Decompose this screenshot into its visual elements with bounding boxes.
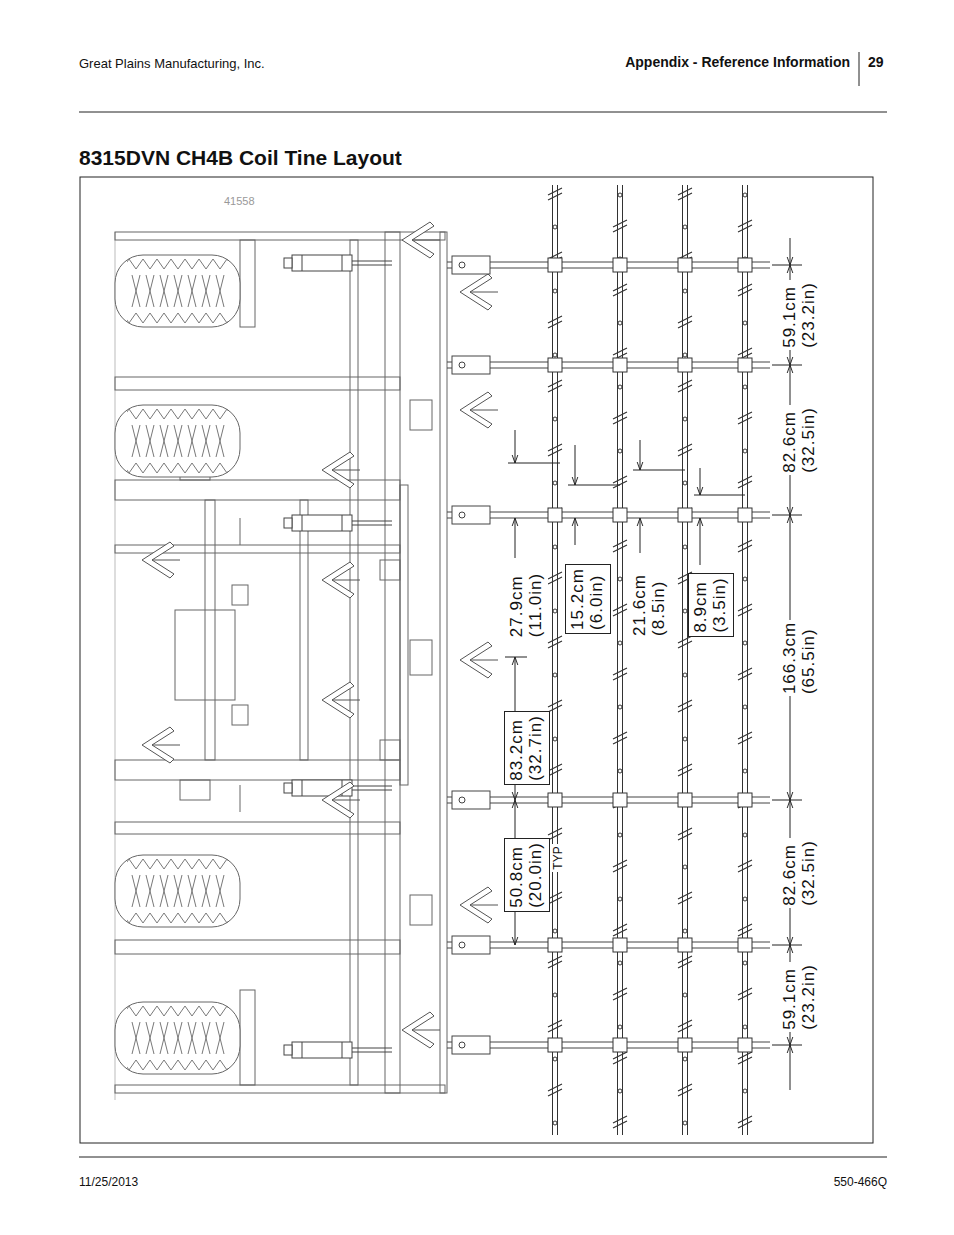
harrow-arm (447, 936, 770, 954)
text-label: 550-466Q (834, 1175, 887, 1189)
dimension-label: 82.6cm (32.5in) (781, 407, 818, 473)
text-label: 41558 (224, 195, 255, 207)
harrow-arm (447, 1036, 770, 1054)
label-box: 41558 (224, 191, 255, 209)
cylinder-mount (240, 785, 241, 812)
label-box: 59.1cm (23.2in) (779, 962, 820, 1032)
hydraulic-cylinder (284, 1042, 392, 1058)
dimension-text: 15.2cm (6.0in) (569, 568, 606, 630)
tire (115, 1002, 240, 1074)
label-box: Great Plains Manufacturing, Inc. (79, 54, 265, 72)
dimension-label: 59.1cm (23.2in) (781, 282, 818, 348)
dimension-box: 15.2cm (6.0in) (565, 564, 610, 634)
tine-tube (737, 185, 753, 1135)
dimension-label: 27.9cm (11.0in) (508, 573, 545, 637)
text-label: Appendix - Reference Information (625, 54, 850, 70)
tine-tube (547, 185, 563, 1135)
shank-sweep (402, 1012, 440, 1048)
hydraulic-cylinder (284, 515, 392, 531)
shank-sweep (460, 887, 498, 923)
shank-sweep (322, 562, 360, 598)
shank-sweep (142, 542, 180, 578)
header-divider (859, 52, 860, 86)
dimension-label: 21.6cm (8.5in) (631, 574, 668, 636)
hydraulic-cylinder (284, 255, 392, 271)
shank-sweep (322, 782, 360, 818)
title-box: 8315DVN CH4B Coil Tine Layout (79, 146, 402, 170)
harrow-arm (447, 791, 770, 809)
shank-sweep (402, 222, 440, 258)
label-box: 166.3cm (65.5in) (779, 620, 820, 696)
shank-sweep (460, 392, 498, 428)
text-label: 29 (868, 54, 884, 70)
figure-border (80, 177, 873, 1143)
harrow-arm (447, 506, 770, 524)
tire (115, 405, 240, 477)
machine-frame (115, 232, 447, 1100)
label-box: 550-466Q (834, 1172, 887, 1190)
label-box: 82.6cm (32.5in) (779, 838, 820, 908)
header-rule (79, 112, 887, 113)
harrow-arm (447, 256, 770, 274)
label-box: 27.9cm (11.0in) (506, 571, 547, 639)
shank-sweep (460, 642, 498, 678)
dimension-label: 166.3cm (65.5in) (781, 622, 818, 694)
label-box: Appendix - Reference Information (625, 53, 850, 71)
shank-sweep (322, 452, 360, 488)
cylinder-mount (240, 518, 241, 545)
dimension-box: 8.9cm (3.5in) (688, 573, 733, 636)
label-box: 82.6cm (32.5in) (779, 405, 820, 475)
label-box: 29 (868, 53, 884, 71)
dimension-lines (505, 238, 802, 1090)
dimension-box: 83.2cm (32.7in) (504, 711, 549, 785)
dimension-label: 82.6cm (32.5in) (781, 840, 818, 906)
shank-sweep (460, 274, 498, 310)
footer-rule (79, 1157, 887, 1158)
dimension-box: 50.8cm (20.0in) (504, 838, 549, 912)
tire (115, 855, 240, 927)
label-box: 11/25/2013 (79, 1172, 138, 1190)
harrow-arm (447, 356, 770, 374)
page-title: 8315DVN CH4B Coil Tine Layout (79, 146, 402, 170)
shank-sweep (322, 682, 360, 718)
dimension-text: 50.8cm (20.0in) (508, 842, 545, 908)
tine-tube (677, 185, 693, 1135)
text-label: Great Plains Manufacturing, Inc. (79, 56, 265, 71)
label-box: 21.6cm (8.5in) (629, 572, 670, 638)
shank-sweep (142, 727, 180, 763)
dimension-label: TYP (552, 846, 565, 869)
text-label: 11/25/2013 (79, 1175, 138, 1189)
label-box: TYP (550, 844, 567, 871)
tire (115, 255, 240, 327)
dimension-label: 59.1cm (23.2in) (781, 964, 818, 1030)
dimension-text: 83.2cm (32.7in) (508, 715, 545, 781)
dimension-text: 8.9cm (3.5in) (692, 577, 729, 632)
label-box: 59.1cm (23.2in) (779, 280, 820, 350)
tine-tube (612, 185, 628, 1135)
